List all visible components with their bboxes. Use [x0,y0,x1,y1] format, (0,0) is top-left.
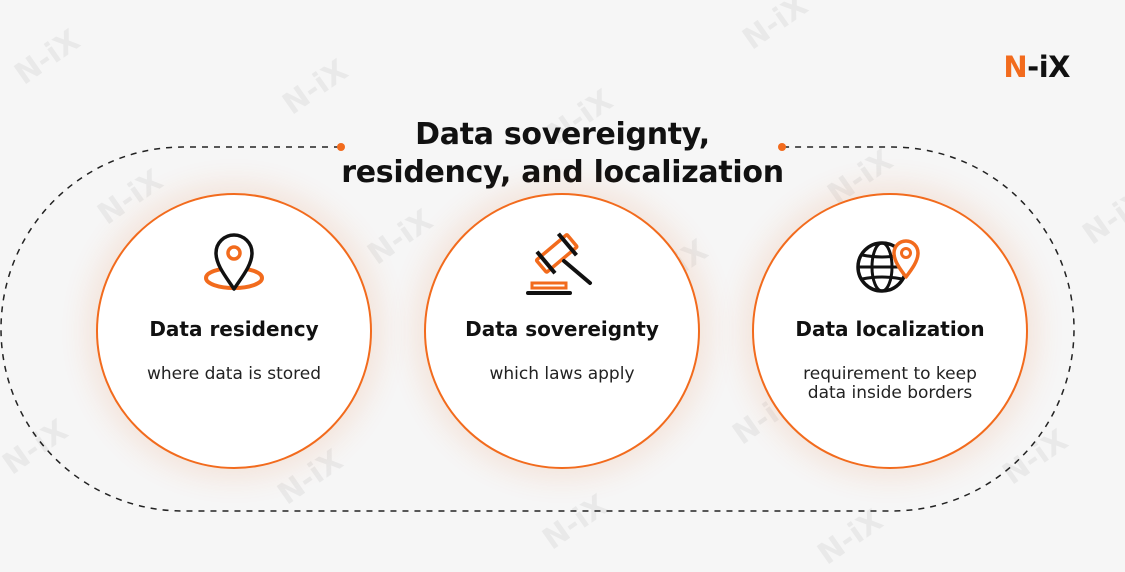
card-data-sovereignty: Data sovereignty which laws apply [424,193,700,469]
card-title: Data sovereignty [465,317,659,341]
globe-pin-icon [856,239,920,293]
track-endpoint-left [337,143,345,151]
track-endpoint-right [778,143,786,151]
page-title: Data sovereignty, residency, and localiz… [330,116,795,192]
location-pin-icon [204,233,264,291]
company-logo: N-iX [1003,50,1070,84]
logo-accent: N [1003,50,1028,84]
card-title: Data localization [795,317,985,341]
title-line-1: Data sovereignty, [415,117,710,152]
title-line-2: residency, and localization [341,155,784,190]
card-description: requirement to keep data inside borders [803,364,977,403]
card-title: Data residency [149,317,319,341]
card-description: which laws apply [489,364,635,384]
card-data-residency: Data residency where data is stored [96,193,372,469]
gavel-icon [526,232,592,295]
logo-text: -iX [1027,50,1070,84]
card-data-localization: Data localization requirement to keep da… [752,193,1028,469]
card-description: where data is stored [146,364,322,384]
